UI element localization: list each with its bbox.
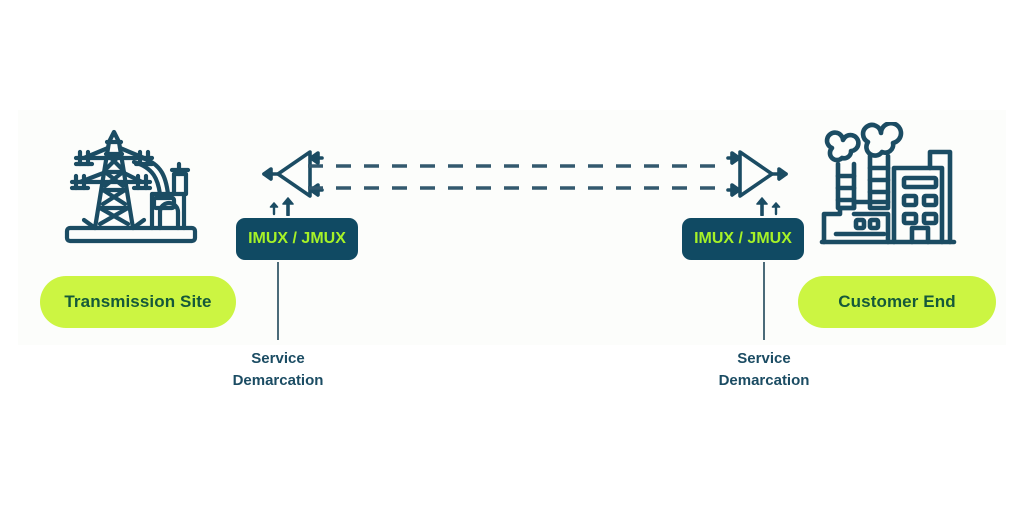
service-demarcation-line-left bbox=[277, 262, 279, 340]
imux-jmux-box-right[interactable]: IMUX / JMUX bbox=[682, 218, 804, 260]
factory-icon bbox=[818, 120, 966, 265]
imux-jmux-label-left: IMUX / JMUX bbox=[248, 230, 346, 247]
imux-jmux-label-right: IMUX / JMUX bbox=[694, 230, 792, 247]
transmission-pylon-icon bbox=[62, 124, 210, 253]
link-group bbox=[300, 152, 730, 205]
customer-end-pill[interactable]: Customer End bbox=[798, 276, 996, 328]
service-demarcation-line2-left: Demarcation bbox=[232, 372, 324, 389]
service-demarcation-label-right: Service Demarcation bbox=[664, 348, 864, 392]
service-demarcation-line1-left: Service bbox=[251, 350, 305, 367]
service-demarcation-line-right bbox=[763, 262, 765, 340]
amplifier-right-icon bbox=[726, 148, 788, 221]
transmission-site-label: Transmission Site bbox=[64, 292, 212, 311]
service-demarcation-label-left: Service Demarcation bbox=[178, 348, 378, 392]
service-demarcation-line2-right: Demarcation bbox=[718, 372, 810, 389]
service-demarcation-line1-right: Service bbox=[737, 350, 791, 367]
customer-end-label: Customer End bbox=[838, 292, 956, 311]
transmission-site-pill[interactable]: Transmission Site bbox=[40, 276, 236, 328]
imux-jmux-box-left[interactable]: IMUX / JMUX bbox=[236, 218, 358, 260]
